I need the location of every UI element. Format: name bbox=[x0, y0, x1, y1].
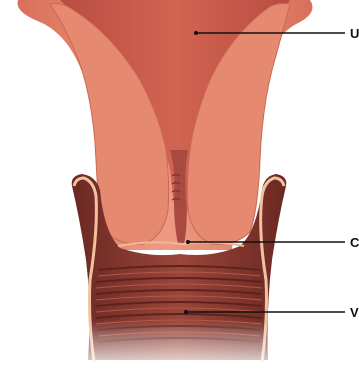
label-cervix: C bbox=[350, 236, 359, 249]
bottom-fade bbox=[0, 320, 359, 375]
leader-dot-cervix bbox=[186, 240, 190, 244]
label-uterus: U bbox=[350, 27, 359, 40]
leader-dot-uterus bbox=[194, 31, 198, 35]
label-vagina: V bbox=[350, 306, 359, 319]
leader-dot-vagina bbox=[184, 310, 188, 314]
